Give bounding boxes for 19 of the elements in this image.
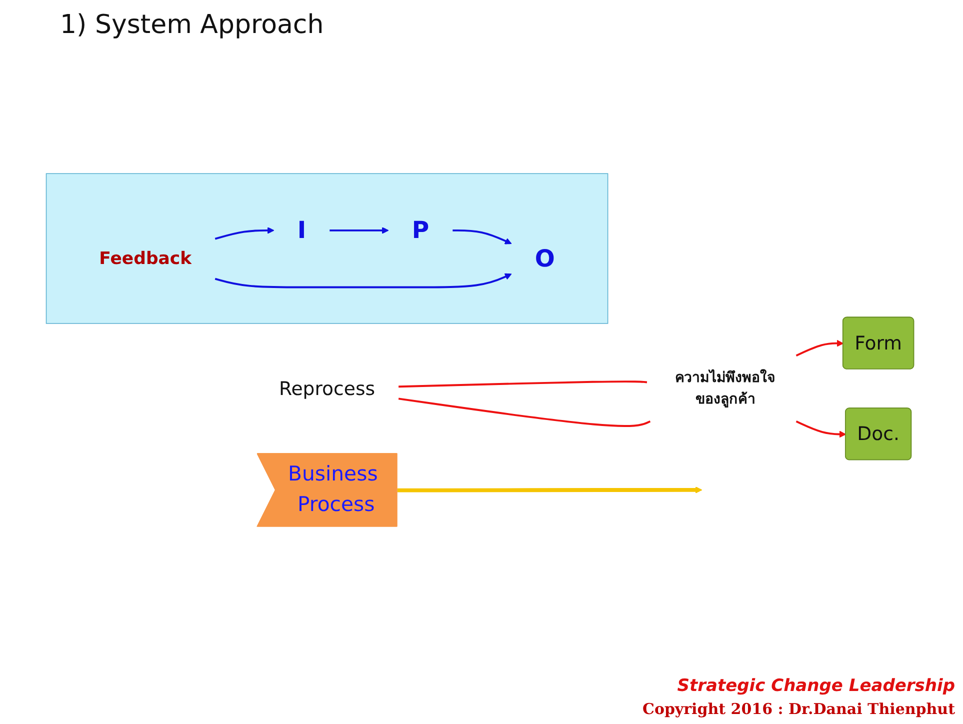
node-text: Feedback: [99, 249, 192, 269]
arrow: [330, 226, 389, 234]
arrow: [397, 486, 702, 494]
section-heading: 1) System Approach: [60, 10, 324, 40]
arrow: [214, 226, 274, 240]
arrow: [796, 340, 844, 356]
connector: [398, 380, 648, 388]
node-text: I: [297, 216, 306, 244]
arrow: [452, 229, 512, 244]
footer-title: Strategic Change Leadership: [677, 676, 955, 696]
node-text: Reprocess: [279, 378, 376, 400]
cluster: [46, 173, 608, 324]
node-text: ความไม่พึงพอใจของลูกค้า: [674, 370, 776, 408]
copyright-note: Copyright 2016 : Dr.Danai Thienphut: [642, 700, 955, 718]
connector: [398, 398, 651, 427]
node-text: P: [412, 216, 430, 244]
arrow: [796, 420, 846, 438]
arrow: [214, 273, 512, 288]
node-text: O: [534, 245, 555, 273]
